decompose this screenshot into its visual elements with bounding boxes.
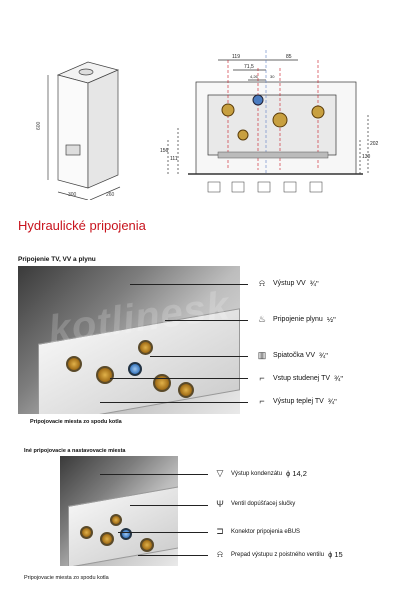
hot-tap-icon: ⌐ bbox=[259, 396, 265, 406]
tap-out-icon: ⍾ bbox=[259, 278, 265, 288]
flame-icon: ♨ bbox=[257, 314, 267, 324]
callout-size: ¾" bbox=[309, 279, 319, 288]
section1-caption: Pripojovacie miesta zo spodu kotla bbox=[30, 419, 122, 425]
technical-drawing: 600 300 260 bbox=[18, 40, 398, 201]
section2-title: Iné pripojovacie a nastavovacie miesta bbox=[24, 448, 126, 454]
callout-label: Ventil dopúšťacej slučky bbox=[231, 501, 296, 507]
dim-top-4: 4,26 bbox=[250, 74, 259, 79]
callout-label: Výstup kondenzátu bbox=[231, 470, 283, 477]
dim-height: 600 bbox=[36, 121, 42, 130]
callout-label: Vstup studenej TV bbox=[273, 374, 331, 382]
dim-right-1: 202 bbox=[370, 141, 379, 147]
dim-right-2: 130 bbox=[362, 154, 371, 160]
callout-label: Pripojenie plynu bbox=[273, 316, 323, 323]
other-connections-photo bbox=[60, 456, 178, 566]
callout-size: ¾" bbox=[334, 373, 343, 383]
cold-tap-icon: ⌐ bbox=[259, 373, 265, 383]
callout-label: Konektor pripojenia eBUS bbox=[231, 528, 301, 535]
section2-caption: Pripojovacie miesta zo spodu kotla bbox=[24, 575, 109, 581]
callout-label: Prepad výstupu z poistného ventilu bbox=[231, 551, 325, 558]
radiator-return-icon: ▥ bbox=[257, 350, 267, 360]
callout-size: ½" bbox=[326, 315, 336, 324]
callout-cold-in: ⌐ Vstup studenej TV ¾" bbox=[256, 373, 343, 383]
dim-width: 300 bbox=[68, 192, 77, 198]
ebus-connector-icon: ⊐ bbox=[216, 526, 224, 536]
callout-vv-out: ⍾ Výstup VV ¾" bbox=[256, 278, 319, 289]
drip-icon: ⍾ bbox=[217, 549, 223, 559]
callout-gas: ♨ Pripojenie plynu ½" bbox=[256, 314, 336, 325]
dim-top-2: 85 bbox=[286, 54, 292, 60]
dim-left-2: 111 bbox=[170, 156, 178, 162]
callout-label: Výstup teplej TV bbox=[273, 397, 324, 405]
drain-icon: ▽ bbox=[216, 468, 224, 478]
callout-safety-valve: ⍾ Prepad výstupu z poistného ventilu ϕ 1… bbox=[214, 549, 343, 560]
section1-title: Pripojenie TV, VV a plynu bbox=[18, 256, 96, 263]
section-heading: Hydraulické pripojenia bbox=[18, 218, 146, 233]
dim-left-1: 156 bbox=[160, 148, 169, 154]
callout-condensate: ▽ Výstup kondenzátu ϕ 14,2 bbox=[214, 468, 307, 479]
callout-label: Výstup VV bbox=[273, 280, 306, 287]
callout-ebus: ⊐ Konektor pripojenia eBUS bbox=[214, 526, 300, 537]
callout-size: ϕ 15 bbox=[328, 550, 343, 559]
connections-photo: kotlinesk bbox=[18, 266, 240, 414]
callout-fill-valve: Ψ Ventil dopúšťacej slučky bbox=[214, 499, 295, 509]
dim-top-3: 71,5 bbox=[244, 64, 254, 70]
callout-size: ¾" bbox=[319, 351, 328, 360]
valve-icon: Ψ bbox=[216, 499, 224, 509]
boiler-dimension-drawing: 600 300 260 bbox=[36, 50, 379, 201]
callout-hot-out: ⌐ Výstup teplej TV ¾" bbox=[256, 396, 337, 406]
callout-vv-return: ▥ Spiatočka VV ¾" bbox=[256, 350, 328, 361]
callout-size: ¾" bbox=[327, 396, 337, 406]
dim-top-1: 119 bbox=[232, 54, 240, 60]
callout-size: ϕ 14,2 bbox=[286, 469, 307, 478]
dim-top-5: 30 bbox=[270, 74, 275, 79]
dim-depth: 260 bbox=[106, 192, 115, 198]
callout-label: Spiatočka VV bbox=[273, 352, 316, 359]
